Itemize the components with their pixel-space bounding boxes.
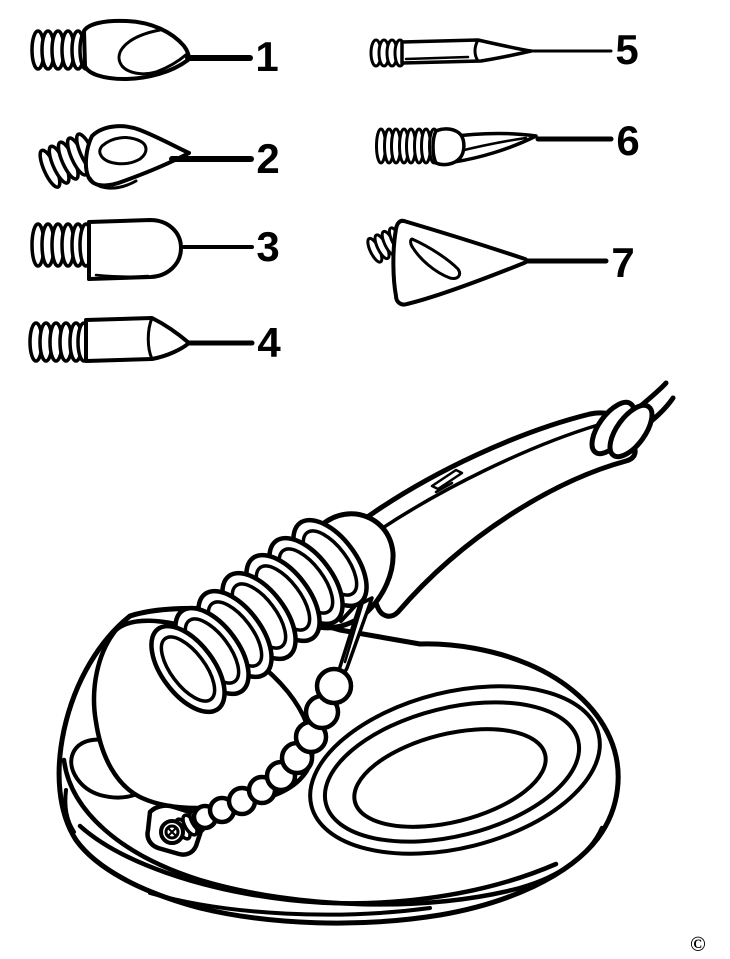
part-number-5: 5 — [615, 26, 639, 73]
knife-blade-tip-icon — [375, 127, 614, 167]
soldering-iron-in-spring-stand-icon — [56, 380, 676, 926]
handle-vent-slit — [430, 468, 464, 491]
part-number-6: 6 — [616, 117, 640, 164]
tips-illustration — [28, 18, 614, 363]
part-number-2: 2 — [256, 135, 280, 182]
part-number-7: 7 — [611, 239, 635, 286]
arm-beads — [191, 666, 354, 831]
conical-point-tip-icon — [28, 316, 255, 363]
part-number-3: 3 — [256, 223, 280, 270]
round-cylinder-tip-icon — [30, 218, 254, 281]
beaded-arm — [145, 666, 354, 857]
pointed-leaf-tip-icon — [38, 124, 254, 190]
base-recess — [308, 684, 602, 856]
part-number-1: 1 — [255, 33, 279, 80]
slim-pencil-tip-icon — [369, 38, 613, 68]
part-number-4: 4 — [257, 319, 281, 366]
stand-base — [56, 606, 621, 926]
chisel-hoof-tip-icon — [30, 18, 253, 81]
soldering-iron-handle — [348, 380, 676, 619]
mounting-screw — [159, 819, 185, 845]
copyright-mark: © — [690, 932, 706, 956]
wide-spade-tip-icon — [366, 218, 609, 307]
handle-end-cap — [589, 399, 655, 460]
coil-spring — [149, 517, 369, 715]
